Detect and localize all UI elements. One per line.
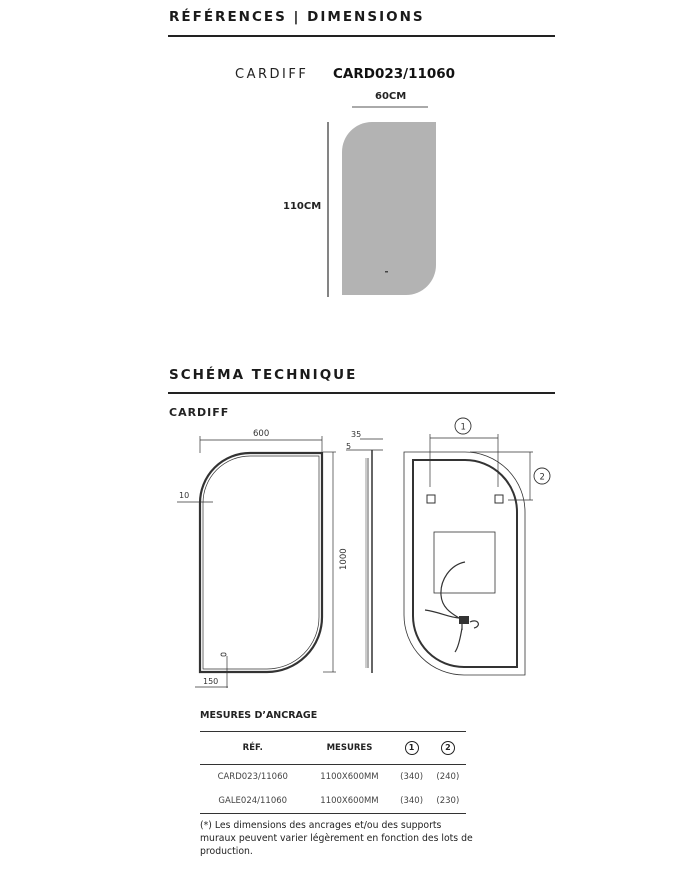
cell-ref: GALE024/11060 [200, 789, 306, 814]
back-view: 1 2 [403, 417, 551, 676]
table-header: RÉF. MESURES 1 2 [200, 731, 466, 765]
touch-sensor [385, 271, 388, 273]
header-dim2: 2 [429, 731, 466, 765]
bracket-icon [426, 494, 436, 504]
table-row: CARD023/11060 1100X600MM (340) (240) [200, 765, 466, 790]
dim-height: 1000 [339, 548, 349, 570]
footnote: (*) Les dimensions des ancrages et/ou de… [200, 820, 473, 857]
dim-width: 600 [253, 429, 269, 439]
dim-1-marker: 1 [404, 741, 419, 755]
cable [424, 561, 479, 653]
header-ref: RÉF. [200, 731, 306, 765]
switch-icon [220, 652, 227, 657]
dim-border: 10 [179, 491, 189, 500]
bracket-icon [494, 494, 504, 504]
divider [168, 35, 555, 37]
side-view: 35 5 [346, 430, 383, 673]
dim-1-marker [454, 417, 472, 435]
front-view: 600 1000 10 150 [177, 429, 349, 688]
model-name: CARDIFF [235, 67, 309, 82]
schema-model: CARDIFF [169, 406, 230, 419]
cell-dim2: (240) [436, 772, 460, 782]
divider [168, 392, 555, 394]
header-measures: MESURES [305, 731, 394, 765]
table-row: GALE024/11060 1100X600MM (340) (230) [200, 789, 466, 814]
dim-switch-offset: 150 [203, 677, 218, 686]
cell-measures: 1100X600MM [320, 772, 379, 782]
mirror-shape [342, 122, 436, 295]
cell-dim2: (230) [429, 789, 466, 814]
anchors-title: MESURES D’ANCRAGE [200, 710, 318, 721]
dim-2-label: 2 [540, 473, 545, 483]
cell-ref: CARD023/11060 [217, 772, 288, 782]
cell-dim1: (340) [393, 789, 430, 814]
width-label: 60CM [375, 91, 407, 102]
cell-dim1: (340) [400, 772, 424, 782]
reference-code: CARD023/11060 [333, 66, 456, 82]
power-box [433, 531, 496, 594]
height-label: 110CM [283, 201, 322, 212]
dim-depth: 35 [351, 430, 361, 439]
dim-frame: 5 [346, 442, 351, 451]
dim-2-marker [533, 467, 551, 485]
dim-1-label: 1 [461, 423, 466, 433]
header-dim1: 1 [393, 731, 430, 765]
cell-measures: 1100X600MM [305, 789, 394, 814]
section-title-references: RÉFÉRENCES | DIMENSIONS [169, 9, 425, 25]
anchors-table: RÉF. MESURES 1 2 CARD023/11060 1100X600M… [200, 731, 466, 814]
section-title-schema: SCHÉMA TECHNIQUE [169, 367, 358, 383]
dim-2-marker: 2 [440, 741, 455, 755]
